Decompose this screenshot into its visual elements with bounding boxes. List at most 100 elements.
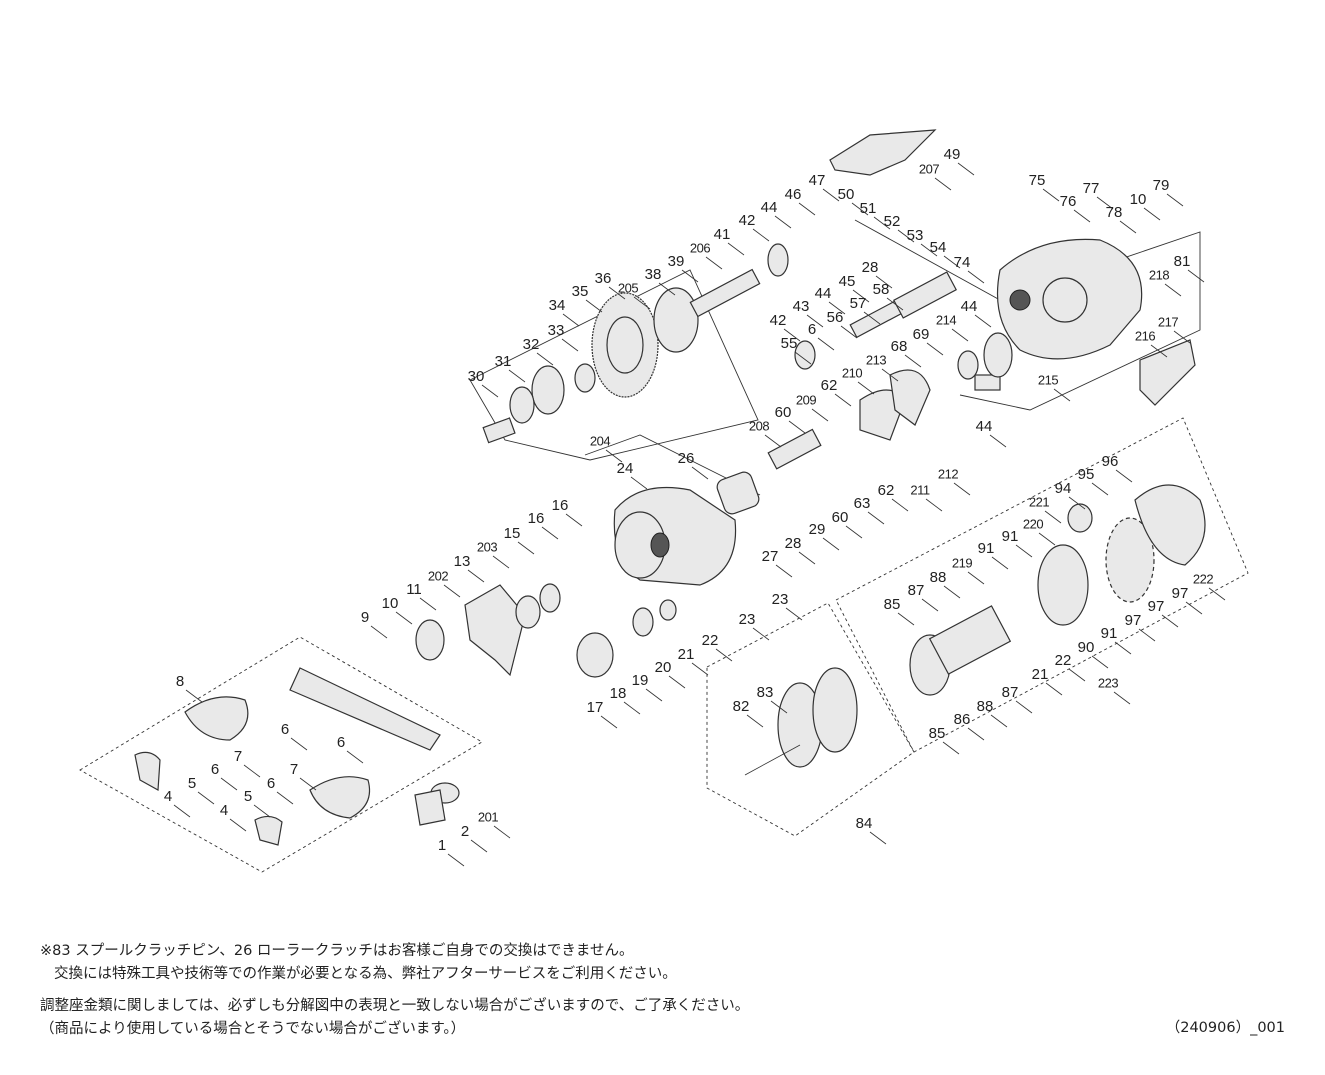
leader-line	[851, 202, 869, 216]
leader-line	[276, 791, 294, 805]
part-label-205: 205	[618, 280, 638, 295]
part-label-38: 38	[645, 266, 662, 283]
part-label-218: 218	[1149, 267, 1169, 282]
leader-line	[243, 764, 261, 778]
leader-line	[869, 831, 887, 845]
leader-line	[834, 393, 852, 407]
part-label-68: 68	[891, 338, 908, 355]
part-label-16: 16	[528, 510, 545, 527]
leader-line	[633, 296, 651, 310]
part-label-10: 10	[382, 595, 399, 612]
leader-line	[561, 338, 579, 352]
part-label-81: 81	[1174, 253, 1191, 270]
part-label-88: 88	[977, 698, 994, 715]
leader-line	[875, 275, 893, 289]
part-label-57: 57	[850, 295, 867, 312]
part-label-53: 53	[907, 227, 924, 244]
note-line-2: 交換には特殊工具や技術等での作業が必要となる為、弊社アフターサービスをご利用くだ…	[54, 966, 677, 982]
leader-line	[926, 342, 944, 356]
part-label-4: 4	[164, 788, 172, 805]
leader-line	[746, 714, 764, 728]
leader-line	[470, 839, 488, 853]
leader-line	[774, 215, 792, 229]
leader-line	[645, 688, 663, 702]
part-label-97: 97	[1125, 612, 1142, 629]
part-label-30: 30	[468, 368, 485, 385]
leader-line	[775, 564, 793, 578]
part-label-13: 13	[454, 553, 471, 570]
part-label-208: 208	[749, 418, 769, 433]
leader-line	[942, 741, 960, 755]
part-label-39: 39	[668, 253, 685, 270]
part-label-212: 212	[938, 466, 958, 481]
part-label-60: 60	[832, 509, 849, 526]
leader-line	[1045, 682, 1063, 696]
note-line-1: ※83 スプールクラッチピン、26 ローラークラッチはお客様ご自身での交換はでき…	[40, 943, 634, 959]
side-cover-top	[829, 129, 937, 176]
leader-line	[605, 449, 623, 463]
leader-line	[197, 791, 215, 805]
leader-line	[1166, 193, 1184, 207]
leader-line	[934, 177, 952, 191]
frame-group-box	[854, 219, 1201, 411]
leader-line	[943, 585, 961, 599]
part-label-62: 62	[878, 482, 895, 499]
part-label-74: 74	[954, 254, 971, 271]
leader-line	[727, 242, 745, 256]
side-plate-parts	[909, 339, 1206, 696]
leader-line	[921, 598, 939, 612]
part-label-28: 28	[785, 535, 802, 552]
spool	[744, 667, 858, 776]
part-label-20: 20	[655, 659, 672, 676]
leader-line	[967, 270, 985, 284]
part-label-63: 63	[854, 495, 871, 512]
leader-line	[752, 228, 770, 242]
leader-line	[891, 498, 909, 512]
leader-line	[1091, 655, 1109, 669]
part-label-209: 209	[796, 392, 816, 407]
part-label-33: 33	[548, 322, 565, 339]
leader-line	[185, 689, 203, 703]
leader-line	[467, 569, 485, 583]
leader-line	[492, 555, 510, 569]
part-label-56: 56	[827, 309, 844, 326]
part-label-1: 1	[438, 837, 446, 854]
leader-line	[951, 328, 969, 342]
leader-line	[1044, 510, 1062, 524]
leader-line	[565, 513, 583, 527]
leader-line	[886, 297, 904, 311]
leader-line	[681, 269, 699, 283]
leader-line	[1185, 601, 1203, 615]
leader-line	[783, 328, 801, 342]
leader-line	[1096, 196, 1114, 210]
part-label-204: 204	[590, 433, 610, 448]
part-label-21: 21	[1032, 666, 1049, 683]
part-label-34: 34	[549, 297, 566, 314]
leader-line	[1161, 614, 1179, 628]
part-label-28: 28	[862, 259, 879, 276]
leader-line	[840, 325, 858, 339]
part-label-75: 75	[1029, 172, 1046, 189]
part-label-32: 32	[523, 336, 540, 353]
part-label-84: 84	[856, 815, 873, 832]
leader-line	[630, 476, 648, 490]
leader-line	[536, 352, 554, 366]
leader-line	[798, 202, 816, 216]
leader-line	[817, 337, 835, 351]
handle-parts	[134, 667, 460, 846]
leader-line	[881, 368, 899, 382]
part-label-44: 44	[976, 418, 993, 435]
part-label-46: 46	[785, 186, 802, 203]
part-label-219: 219	[952, 555, 972, 570]
frame-body	[996, 238, 1143, 360]
part-label-83: 83	[757, 684, 774, 701]
leader-line	[443, 584, 461, 598]
part-label-11: 11	[406, 581, 422, 598]
leader-line	[173, 804, 191, 818]
leader-line	[873, 216, 891, 230]
leader-line	[828, 301, 846, 315]
part-label-6: 6	[211, 761, 219, 778]
leader-line	[691, 466, 709, 480]
part-label-19: 19	[632, 672, 649, 689]
